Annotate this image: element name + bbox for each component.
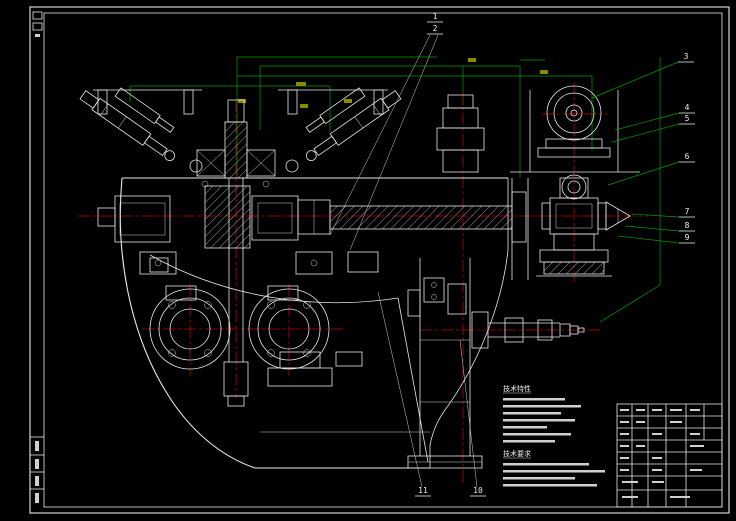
callout-4: 4 [614, 103, 695, 131]
main-shaft-assembly [97, 185, 527, 275]
callout-7-label: 7 [685, 207, 690, 216]
dimension-text-marks [238, 58, 548, 108]
top-mechanism [79, 87, 402, 173]
callout-9: 9 [617, 233, 695, 244]
output-shaft [471, 311, 585, 349]
bearing-bores [149, 285, 330, 370]
callout-2: 2 [349, 24, 443, 251]
actuator-right-2 [305, 87, 366, 133]
actuator-left-2 [114, 87, 175, 133]
input-cylinder [436, 94, 485, 173]
callout-11-label: 11 [418, 486, 428, 495]
callouts: 1 2 3 4 5 6 7 [329, 12, 695, 497]
gearbox-housing [119, 177, 509, 469]
callout-10-label: 10 [473, 486, 483, 495]
callout-4-label: 4 [685, 103, 690, 112]
callout-5: 5 [611, 114, 695, 143]
callout-5-label: 5 [685, 114, 690, 123]
drawing-frame [29, 6, 730, 514]
internal-details [267, 351, 363, 387]
motor-assembly [510, 85, 640, 173]
central-column [196, 99, 276, 407]
callout-6: 6 [607, 152, 695, 186]
callout-3-label: 3 [684, 52, 689, 61]
signature-strip [30, 436, 44, 503]
callout-1-label: 1 [433, 12, 438, 21]
tech-requirements-title: 技术要求 [503, 449, 531, 458]
callout-11: 11 [377, 291, 431, 497]
corner-marks-icon [32, 11, 43, 37]
callout-3: 3 [591, 52, 694, 99]
tech-notes: 技术特性 技术要求 [503, 384, 605, 487]
support-leg [407, 258, 483, 469]
centerlines [78, 82, 648, 485]
title-block [616, 403, 723, 508]
callout-6-label: 6 [685, 152, 690, 161]
callout-1: 1 [329, 12, 443, 236]
callout-8-label: 8 [685, 221, 690, 230]
callout-2-label: 2 [433, 24, 438, 33]
callout-8: 8 [624, 221, 695, 232]
callout-9-label: 9 [685, 233, 690, 242]
callout-10: 10 [459, 339, 486, 497]
tech-characteristics-title: 技术特性 [503, 384, 531, 393]
actuator-right [305, 90, 402, 162]
worm-gear-unit [511, 174, 631, 280]
callout-7: 7 [631, 207, 695, 218]
actuator-left [79, 90, 176, 162]
